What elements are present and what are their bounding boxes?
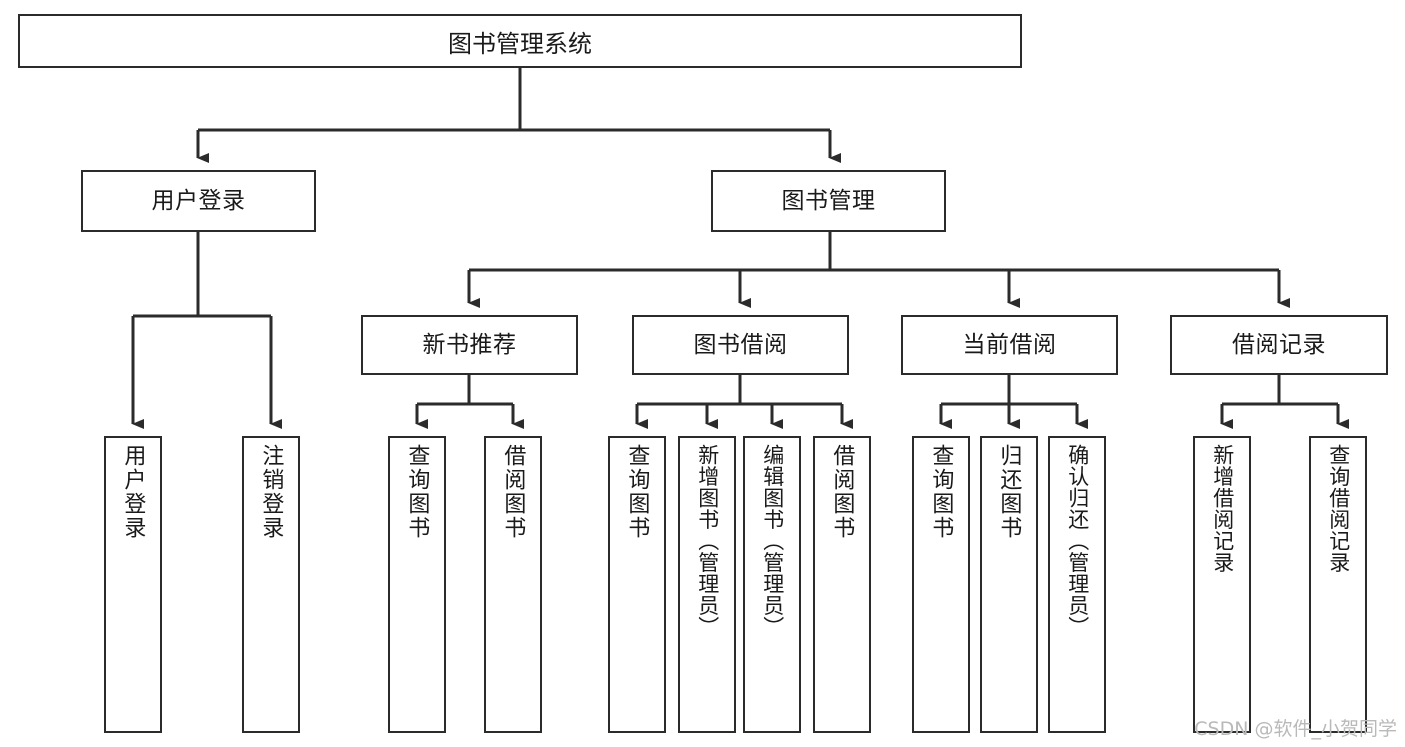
leaf-book-borrow-3[interactable]: 编辑图书（管理员）: [743, 436, 801, 733]
leaf-book-borrow-4[interactable]: 借阅图书: [813, 436, 871, 733]
watermark-text: CSDN @软件_小贺同学: [1194, 718, 1397, 740]
leaf-new-book-1[interactable]: 查询图书: [388, 436, 446, 733]
node-root-label: 图书管理系统: [448, 30, 592, 58]
leaf-current-borrow-1[interactable]: 查询图书: [912, 436, 970, 733]
node-book-manage[interactable]: 图书管理: [711, 170, 946, 232]
node-new-book-recommend-label: 新书推荐: [422, 331, 517, 358]
leaf-borrow-record-2-label: 查询借阅记录: [1326, 444, 1350, 573]
leaf-new-book-2-label: 借阅图书: [501, 444, 527, 540]
node-borrow-record[interactable]: 借阅记录: [1170, 315, 1388, 375]
leaf-current-borrow-1-label: 查询图书: [929, 444, 955, 540]
leaf-book-borrow-2[interactable]: 新增图书（管理员）: [678, 436, 736, 733]
leaf-borrow-record-1[interactable]: 新增借阅记录: [1193, 436, 1251, 733]
node-borrow-record-label: 借阅记录: [1232, 331, 1326, 358]
leaf-user-login-1[interactable]: 用户登录: [104, 436, 162, 733]
node-root-system[interactable]: 图书管理系统: [18, 14, 1022, 68]
node-user-login-label: 用户登录: [151, 187, 246, 214]
leaf-book-borrow-1[interactable]: 查询图书: [608, 436, 666, 733]
node-book-borrow[interactable]: 图书借阅: [632, 315, 849, 375]
leaf-book-borrow-2-label: 新增图书（管理员）: [695, 444, 719, 638]
leaf-current-borrow-3[interactable]: 确认归还（管理员）: [1048, 436, 1106, 733]
node-book-borrow-label: 图书借阅: [693, 331, 788, 358]
node-user-login[interactable]: 用户登录: [81, 170, 316, 232]
leaf-book-borrow-3-label: 编辑图书（管理员）: [760, 444, 784, 638]
node-new-book-recommend[interactable]: 新书推荐: [361, 315, 578, 375]
leaf-new-book-2[interactable]: 借阅图书: [484, 436, 542, 733]
leaf-user-login-2[interactable]: 注销登录: [242, 436, 300, 733]
leaf-user-login-2-label: 注销登录: [259, 444, 285, 540]
leaf-book-borrow-1-label: 查询图书: [625, 444, 651, 540]
leaf-new-book-1-label: 查询图书: [405, 444, 431, 540]
leaf-current-borrow-2[interactable]: 归还图书: [980, 436, 1038, 733]
leaf-book-borrow-4-label: 借阅图书: [830, 444, 856, 540]
leaf-borrow-record-1-label: 新增借阅记录: [1210, 444, 1234, 573]
leaf-user-login-1-label: 用户登录: [121, 444, 147, 540]
node-current-borrow-label: 当前借阅: [962, 331, 1057, 358]
node-current-borrow[interactable]: 当前借阅: [901, 315, 1118, 375]
leaf-current-borrow-2-label: 归还图书: [997, 444, 1023, 540]
leaf-current-borrow-3-label: 确认归还（管理员）: [1065, 444, 1089, 638]
leaf-borrow-record-2[interactable]: 查询借阅记录: [1309, 436, 1367, 733]
node-book-manage-label: 图书管理: [781, 187, 876, 214]
